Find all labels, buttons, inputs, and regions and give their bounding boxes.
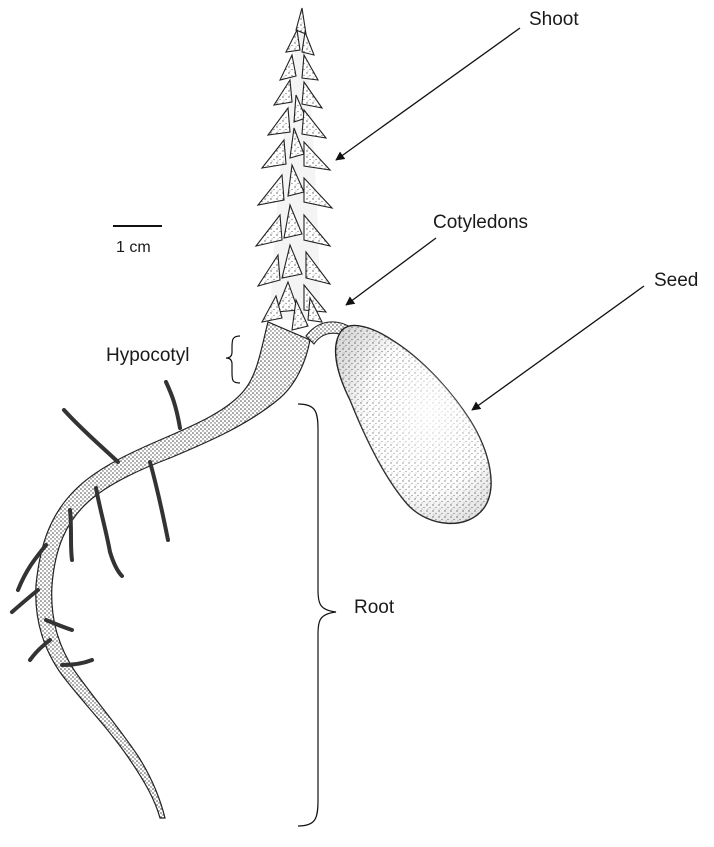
root-label: Root [354,597,395,618]
shoot-arrow [335,27,521,161]
cotyledons-arrow [345,237,437,306]
shoot-label: Shoot [529,9,579,30]
seed-illustration [334,324,492,525]
hypocotyl-root-body [35,321,311,819]
seed-arrow [471,285,645,411]
root-brace [297,403,337,827]
seed-label: Seed [654,270,699,291]
scale-label: 1 cm [116,239,151,256]
hypocotyl-brace [225,335,241,384]
cotyledons-label: Cotyledons [433,212,529,233]
lateral-roots [10,380,182,667]
hypocotyl-label: Hypocotyl [106,345,190,366]
shoot-illustration [254,6,334,331]
